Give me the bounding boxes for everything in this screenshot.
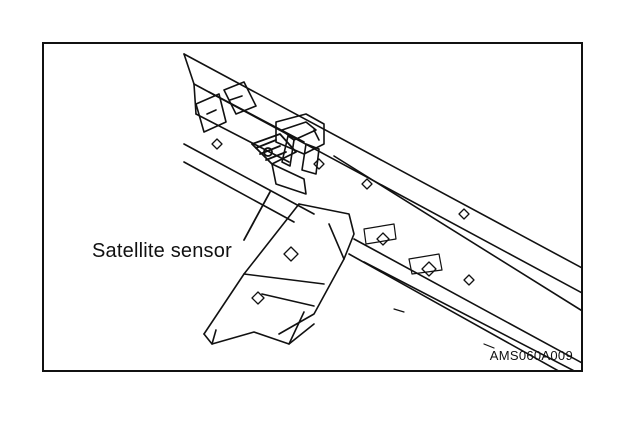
rail-details [363, 223, 495, 349]
satellite-sensor [251, 133, 297, 165]
upper-rail [183, 53, 581, 312]
satellite-sensor-label: Satellite sensor [92, 240, 232, 262]
figure-frame: Satellite sensor AMS060A009 [42, 42, 583, 372]
lower-rail [183, 143, 581, 370]
figure-code: AMS060A009 [489, 348, 573, 363]
diamond-holes [211, 138, 475, 305]
callout-leader-line [243, 191, 271, 241]
vehicle-structure-illustration [183, 53, 581, 370]
lower-member [203, 203, 355, 345]
upper-brackets [195, 81, 257, 133]
